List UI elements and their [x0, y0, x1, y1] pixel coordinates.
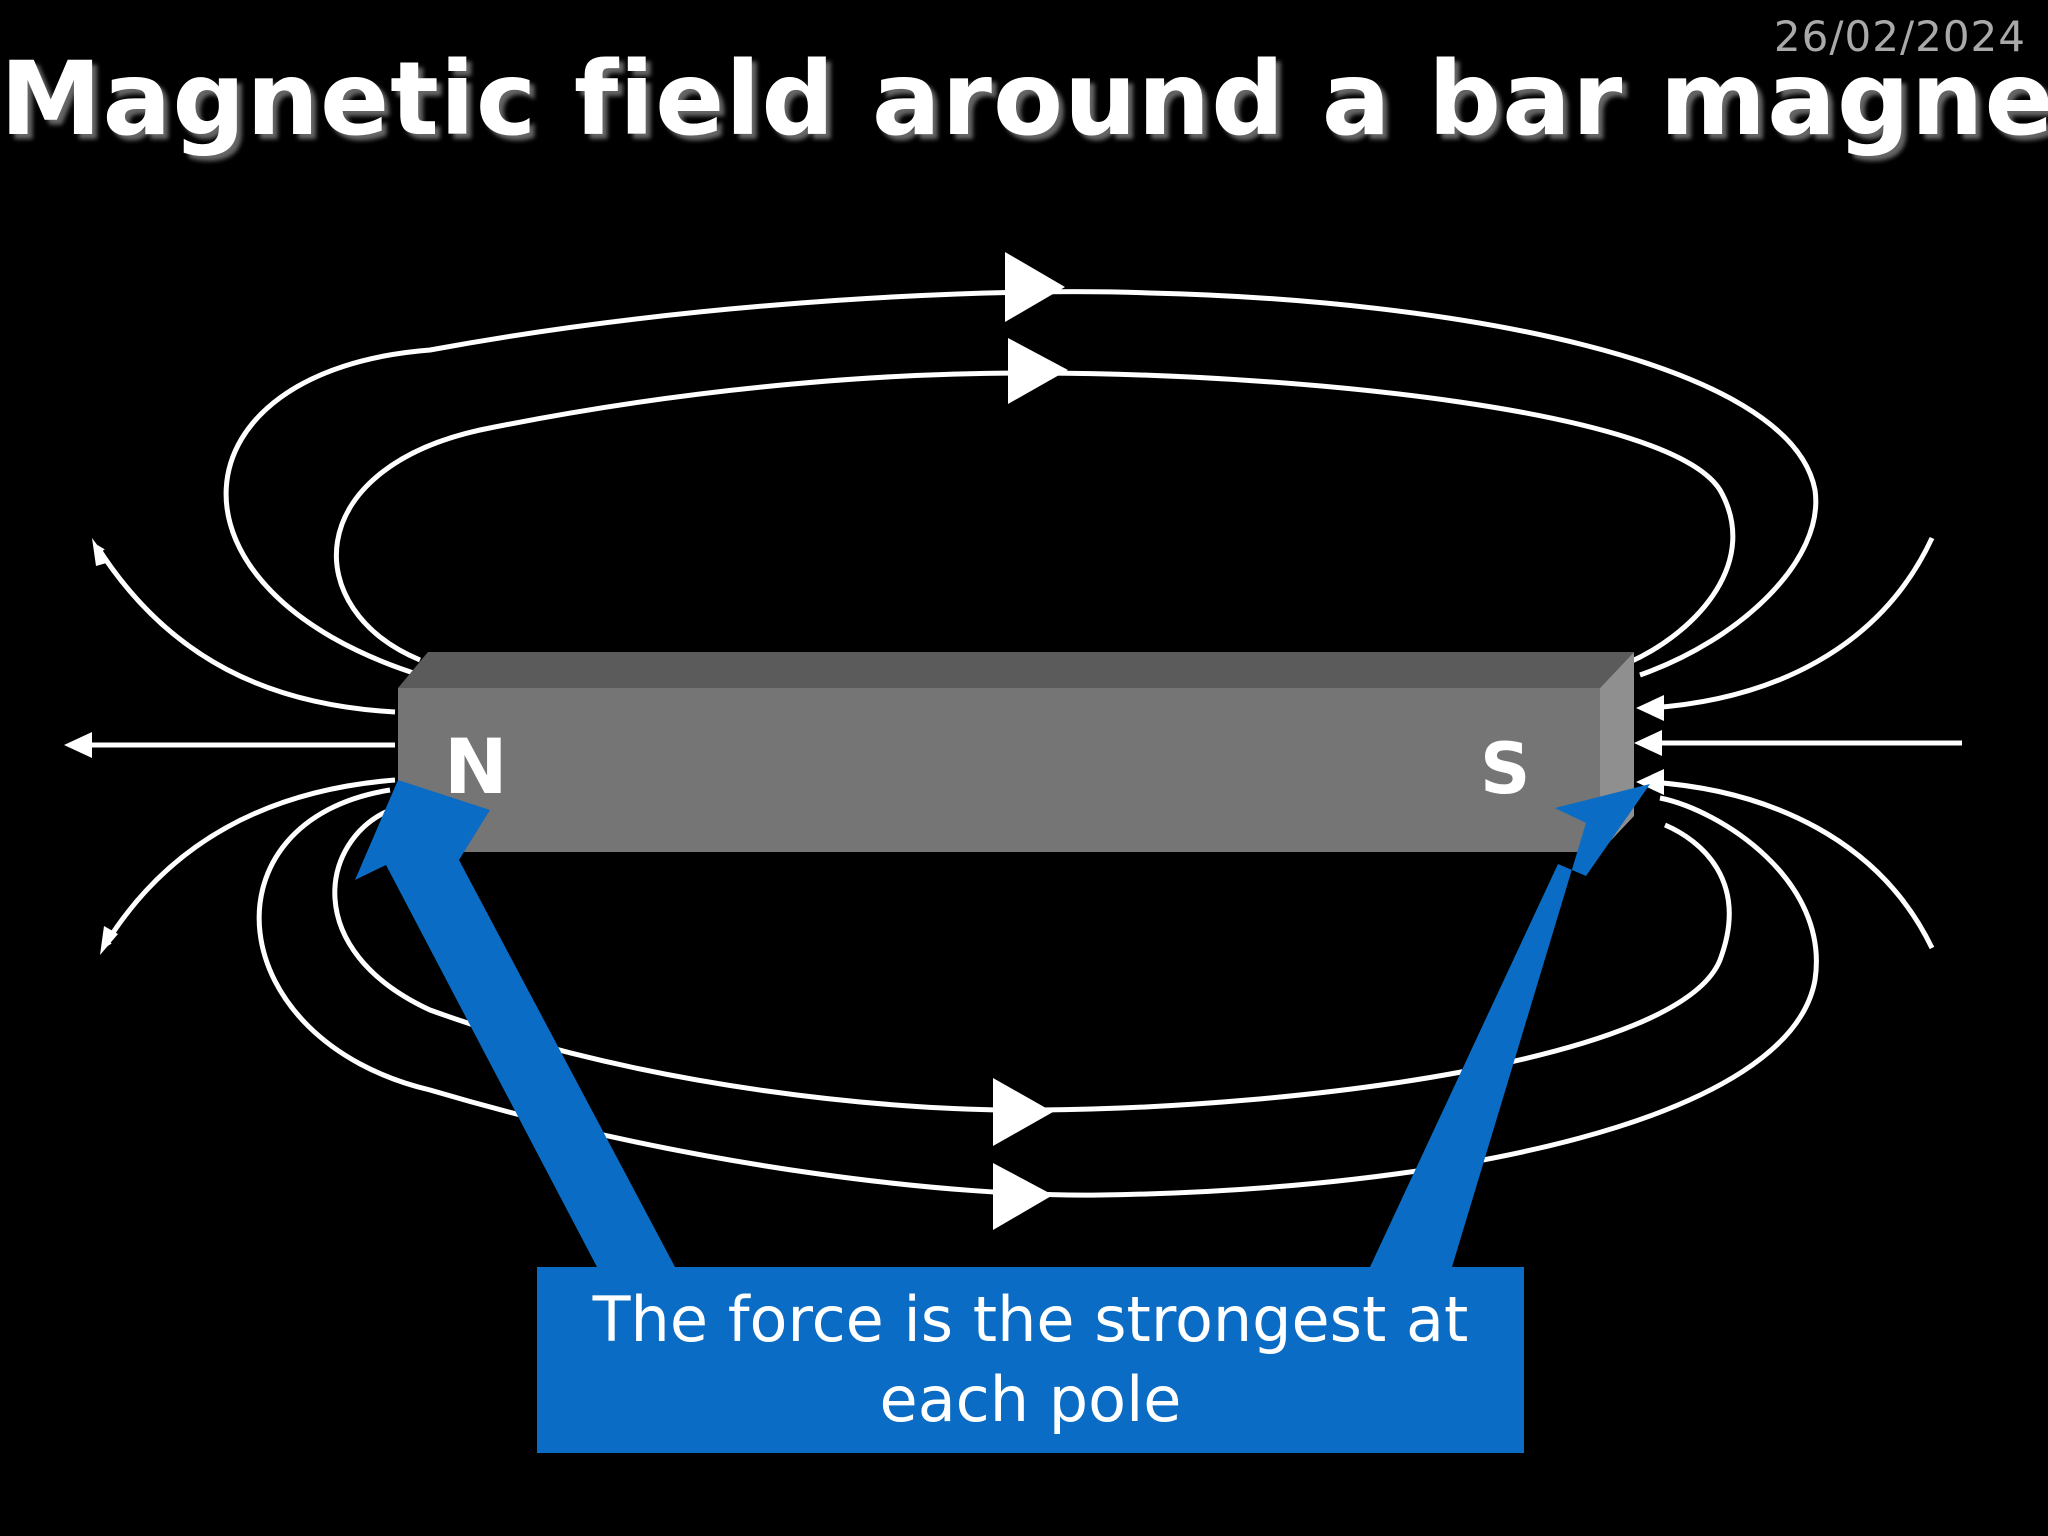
outer-upper-loop	[223, 289, 1819, 678]
south-lower-curve	[1649, 779, 1935, 950]
south-lower-arrow-icon	[1636, 769, 1664, 795]
north-pointer-arrow-icon	[355, 780, 675, 1267]
south-pole-label: S	[1480, 728, 1531, 810]
bottom-outer-arrow-icon	[993, 1078, 1053, 1146]
callout-box: The force is the strongest at each pole	[537, 1267, 1524, 1453]
north-straight-arrow-icon	[64, 732, 92, 758]
south-upper-curve	[1649, 536, 1935, 711]
top-outer-arrow-icon	[1005, 252, 1065, 322]
callout-text: The force is the strongest at each pole	[592, 1283, 1469, 1436]
north-pole-label: N	[444, 722, 508, 811]
bar-magnet	[398, 652, 1634, 852]
south-pointer-arrow-icon	[1370, 784, 1650, 1267]
bottom-inner-arrow-icon	[993, 1163, 1053, 1230]
north-outgoing-arrowheads	[64, 538, 118, 955]
north-lower-curve	[102, 777, 396, 950]
north-outgoing-lines	[67, 543, 396, 950]
magnet-top-face	[398, 652, 1634, 688]
south-incoming-arrowheads	[1634, 695, 1664, 795]
inner-upper-loop	[333, 370, 1736, 665]
south-upper-arrow-icon	[1636, 695, 1664, 721]
north-lower-arrow-icon	[100, 926, 118, 955]
callout-arrows	[355, 780, 1650, 1267]
outer-lower-loop	[256, 787, 1819, 1198]
slide-date: 26/02/2024	[1773, 12, 2026, 61]
north-upper-curve	[95, 543, 396, 715]
south-incoming-lines	[1648, 536, 1962, 950]
north-upper-arrow-icon	[92, 538, 110, 566]
magnet-front-face	[398, 688, 1600, 852]
slide-title: Magnetic field around a bar magnet	[0, 40, 2048, 159]
top-inner-arrow-icon	[1008, 338, 1068, 404]
loop-direction-arrows	[993, 252, 1068, 1230]
south-straight-arrow-icon	[1634, 730, 1662, 756]
